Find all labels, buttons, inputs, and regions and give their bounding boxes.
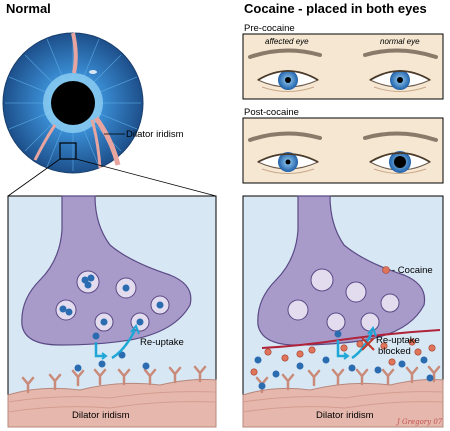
dilator-iridism-left-label: Dilator iridism bbox=[72, 410, 130, 421]
reuptake-blocked-label-line1: Re-uptake bbox=[376, 335, 420, 346]
dilator-iridism-callout: Dilator iridism bbox=[126, 129, 184, 140]
inset-box bbox=[59, 142, 77, 160]
normal-eye-label: normal eye bbox=[380, 37, 420, 46]
reuptake-label: Re-uptake bbox=[140, 337, 184, 348]
post-cocaine-label: Post-cocaine bbox=[244, 107, 299, 118]
pre-cocaine-label: Pre-cocaine bbox=[244, 23, 295, 34]
dilator-iridism-right-label: Dilator iridism bbox=[316, 410, 374, 421]
iris-illustration bbox=[2, 32, 144, 174]
artist-signature: J Gregory 07 bbox=[395, 418, 443, 426]
zoom-line-right bbox=[75, 158, 217, 197]
normal-synapse-panel: Re-uptake Dilator iridism bbox=[7, 195, 217, 428]
zoom-line-left bbox=[7, 158, 61, 197]
post-cocaine-eyes-panel bbox=[242, 117, 444, 184]
cocaine-synapse-panel: - Cocaine bbox=[242, 195, 444, 428]
title-cocaine: Cocaine - placed in both eyes bbox=[244, 1, 427, 16]
affected-eye-label: affected eye bbox=[265, 37, 309, 46]
title-normal: Normal bbox=[6, 1, 51, 16]
pre-cocaine-eyes-panel: affected eye normal eye bbox=[242, 33, 444, 100]
cocaine-legend-label: - Cocaine bbox=[392, 265, 433, 276]
reuptake-blocked-label-line2: blocked bbox=[378, 346, 411, 357]
